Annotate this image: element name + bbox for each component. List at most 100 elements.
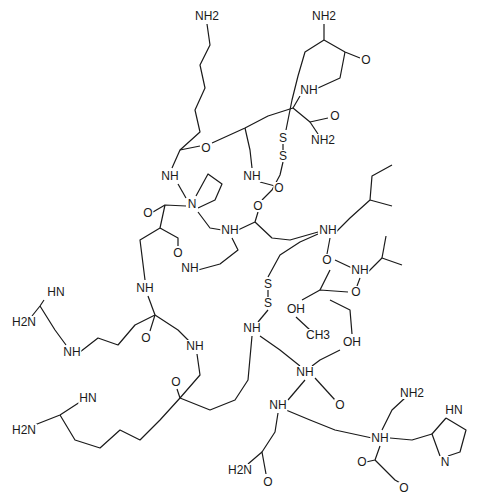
atom-label: S xyxy=(263,278,273,290)
bond-line xyxy=(327,238,330,254)
atom-label: O xyxy=(356,456,367,468)
atom-label: NH xyxy=(268,399,287,411)
atom-label: S xyxy=(278,132,288,144)
bond-line xyxy=(315,378,335,400)
bond-line xyxy=(212,108,293,143)
atom-label: NH2 xyxy=(399,387,425,399)
atom-label: NH xyxy=(318,224,337,236)
bond-line xyxy=(40,306,66,345)
bond-line xyxy=(310,122,318,134)
atom-label: O xyxy=(334,399,345,411)
bond-line xyxy=(262,413,278,452)
bond-line xyxy=(80,315,155,352)
atom-label: NH xyxy=(62,346,81,358)
bond-line xyxy=(293,96,328,122)
atom-label: NH2 xyxy=(311,10,337,22)
atom-label: NH2 xyxy=(194,10,220,22)
bond-line xyxy=(245,128,252,168)
bond-line xyxy=(318,52,345,88)
atom-label: O xyxy=(252,200,263,212)
atom-label: HN xyxy=(78,392,97,404)
bond-line xyxy=(446,418,466,456)
atom-label: H2N xyxy=(11,424,37,436)
bond-line xyxy=(324,24,360,58)
atom-label: NH xyxy=(160,170,179,182)
bond-line xyxy=(336,165,392,232)
atom-label: NH xyxy=(135,282,154,294)
atom-label: O xyxy=(398,482,409,494)
bond-line xyxy=(177,389,180,398)
bond-line xyxy=(302,290,348,300)
atom-label: O xyxy=(172,247,183,259)
bond-line xyxy=(382,398,405,430)
bond-line xyxy=(432,418,446,456)
atom-label: O xyxy=(262,476,273,488)
bond-line xyxy=(268,234,318,277)
atom-label: N xyxy=(440,456,451,468)
atom-label: OH xyxy=(286,303,306,315)
atom-label: NH xyxy=(350,264,369,276)
atom-label: NH xyxy=(180,262,199,274)
bond-line xyxy=(286,40,324,130)
atom-label: O xyxy=(200,142,211,154)
bond-line xyxy=(178,184,186,198)
bond-line xyxy=(153,205,186,212)
atom-label: S xyxy=(263,297,273,309)
atom-label: NH xyxy=(220,224,239,236)
atom-label: NH2 xyxy=(310,134,336,146)
atom-label: NH xyxy=(242,170,261,182)
bond-line xyxy=(32,402,80,426)
atom-label: O xyxy=(329,110,340,122)
bond-line xyxy=(255,222,318,240)
atom-label: O xyxy=(142,207,153,219)
bond-line xyxy=(375,460,402,484)
bond-line xyxy=(60,398,180,448)
atom-label: CH3 xyxy=(305,329,331,341)
atom-label: O xyxy=(273,182,284,194)
bond-line xyxy=(312,350,340,366)
bond-line xyxy=(150,315,155,331)
bond-line xyxy=(238,212,258,230)
atom-label: HN xyxy=(46,286,65,298)
atom-label: HN xyxy=(444,404,463,416)
bond-line xyxy=(198,238,238,270)
atom-label: H2N xyxy=(11,316,37,328)
atom-label: O xyxy=(360,54,371,66)
atom-label: OH xyxy=(342,336,362,348)
atom-label: O xyxy=(140,332,151,344)
bond-line xyxy=(258,310,268,322)
bond-line xyxy=(32,300,44,316)
bond-line xyxy=(180,146,200,150)
atom-label: H2N xyxy=(227,464,253,476)
bond-line xyxy=(160,228,178,246)
bond-line xyxy=(390,434,432,440)
bond-line xyxy=(382,236,386,258)
atom-label: NH xyxy=(295,366,314,378)
atom-label: O xyxy=(350,286,361,298)
bond-line xyxy=(196,174,222,208)
atom-label: N xyxy=(187,198,198,210)
atom-label: NH xyxy=(370,432,389,444)
bond-line xyxy=(330,300,352,334)
bond-line xyxy=(288,380,305,400)
bond-line xyxy=(286,410,372,438)
bond-line xyxy=(180,336,252,410)
atom-label: O xyxy=(321,254,332,266)
atom-label: NH xyxy=(299,84,318,96)
atom-label: O xyxy=(170,376,181,388)
bond-line xyxy=(260,336,300,366)
bond-line xyxy=(370,200,392,206)
bond-line xyxy=(148,296,155,315)
bond-line xyxy=(198,212,222,230)
bond-line xyxy=(140,205,165,280)
bond-line xyxy=(366,446,380,462)
bond-line xyxy=(155,315,189,341)
bond-line xyxy=(357,278,360,286)
bond-line xyxy=(267,290,268,297)
bond-line xyxy=(368,258,402,272)
atom-label: S xyxy=(278,150,288,162)
atom-label: NH xyxy=(242,322,261,334)
bond-line xyxy=(180,354,200,398)
